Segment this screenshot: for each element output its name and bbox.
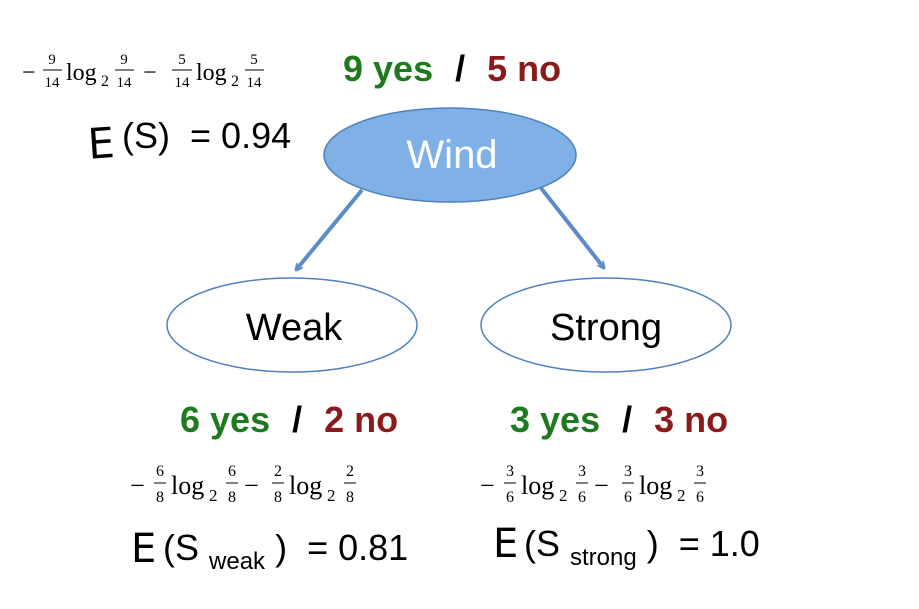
root-node: Wind <box>323 107 577 203</box>
weak-entropy-formula: − 6 8 log 2 6 8 − 2 8 log 2 2 8 <box>130 463 356 506</box>
formula-minus: − <box>480 471 495 500</box>
weak-entropy-open: (S <box>163 527 199 568</box>
weak-entropy-value: (S weak ) = 0.81 <box>163 527 408 577</box>
root-count-separator: / <box>455 48 465 89</box>
root-entropy-number: = 0.94 <box>190 115 291 156</box>
weak-no-count: 2 no <box>324 399 398 440</box>
formula-log: log <box>639 471 672 500</box>
formula-denominator: 14 <box>175 75 191 91</box>
strong-count-separator: / <box>622 399 632 440</box>
formula-numerator: 3 <box>624 463 632 480</box>
strong-entropy-subscript: strong <box>570 544 637 571</box>
formula-denominator: 6 <box>506 489 514 506</box>
formula-numerator: 6 <box>156 463 164 480</box>
strong-entropy-formula: − 3 6 log 2 3 6 − 3 6 log 2 3 6 <box>480 463 706 506</box>
formula-denominator: 14 <box>117 75 133 91</box>
edge-wind-weak <box>296 188 364 270</box>
root-node-label: Wind <box>406 133 497 177</box>
formula-denominator: 6 <box>624 489 632 506</box>
formula-log-base: 2 <box>677 486 686 505</box>
strong-entropy-letter: E <box>493 521 518 567</box>
formula-numerator: 3 <box>696 463 704 480</box>
formula-log-base: 2 <box>101 73 109 90</box>
strong-entropy-open: (S <box>524 523 560 564</box>
formula-denominator: 8 <box>346 489 354 506</box>
weak-counts: 6 yes / 2 no <box>180 399 398 440</box>
root-entropy-formula: − 9 14 log 2 9 14 − 5 14 log 2 5 14 <box>22 52 264 91</box>
formula-log: log <box>196 60 227 86</box>
weak-entropy-close: ) <box>275 527 287 568</box>
strong-no-count: 3 no <box>654 399 728 440</box>
root-yes-count: 9 yes <box>343 48 433 89</box>
formula-log: log <box>521 471 554 500</box>
weak-entropy-letter: E <box>131 526 156 572</box>
root-entropy-letter: E <box>86 118 116 169</box>
weak-node-label: Weak <box>246 307 343 349</box>
formula-numerator: 6 <box>228 463 236 480</box>
formula-denominator: 6 <box>696 489 704 506</box>
formula-denominator: 6 <box>578 489 586 506</box>
formula-numerator: 9 <box>48 52 56 68</box>
formula-log-base: 2 <box>327 486 336 505</box>
formula-numerator: 3 <box>578 463 586 480</box>
formula-denominator: 14 <box>45 75 61 91</box>
edge-wind-strong <box>539 186 604 268</box>
strong-node-ellipse <box>480 277 732 373</box>
strong-entropy-value: (S strong ) = 1.0 <box>524 523 760 573</box>
formula-log: log <box>171 471 204 500</box>
strong-node-label: Strong <box>550 307 662 349</box>
formula-minus: − <box>594 471 609 500</box>
root-counts: 9 yes / 5 no <box>343 48 561 89</box>
formula-numerator: 5 <box>250 52 258 68</box>
formula-minus: − <box>130 471 145 500</box>
formula-minus: − <box>22 60 36 86</box>
formula-numerator: 2 <box>274 463 282 480</box>
weak-entropy: E (S weak ) = 0.81 <box>131 526 408 577</box>
root-entropy: E (S) = 0.94 <box>86 115 291 169</box>
formula-minus: − <box>244 471 259 500</box>
root-entropy-arg: (S) <box>122 115 170 156</box>
formula-numerator: 2 <box>346 463 354 480</box>
formula-log: log <box>289 471 322 500</box>
strong-counts: 3 yes / 3 no <box>510 399 728 440</box>
strong-entropy-close: ) <box>647 523 659 564</box>
formula-numerator: 5 <box>178 52 186 68</box>
strong-yes-count: 3 yes <box>510 399 600 440</box>
weak-entropy-number: = 0.81 <box>307 527 408 568</box>
weak-count-separator: / <box>292 399 302 440</box>
strong-entropy-number: = 1.0 <box>679 523 760 564</box>
formula-numerator: 9 <box>120 52 128 68</box>
formula-denominator: 14 <box>247 75 263 91</box>
formula-log: log <box>66 60 97 86</box>
formula-denominator: 8 <box>228 489 236 506</box>
formula-minus: − <box>143 60 157 86</box>
formula-denominator: 8 <box>274 489 282 506</box>
root-no-count: 5 no <box>487 48 561 89</box>
weak-node-ellipse <box>166 277 418 373</box>
formula-log-base: 2 <box>559 486 568 505</box>
formula-numerator: 3 <box>506 463 514 480</box>
weak-node: Weak <box>166 277 418 373</box>
strong-entropy: E (S strong ) = 1.0 <box>493 521 760 573</box>
weak-entropy-subscript: weak <box>208 548 266 575</box>
strong-node: Strong <box>480 277 732 373</box>
root-node-ellipse <box>323 107 577 203</box>
root-entropy-value: (S) = 0.94 <box>122 115 291 156</box>
formula-log-base: 2 <box>231 73 239 90</box>
weak-yes-count: 6 yes <box>180 399 270 440</box>
formula-log-base: 2 <box>209 486 218 505</box>
formula-denominator: 8 <box>156 489 164 506</box>
